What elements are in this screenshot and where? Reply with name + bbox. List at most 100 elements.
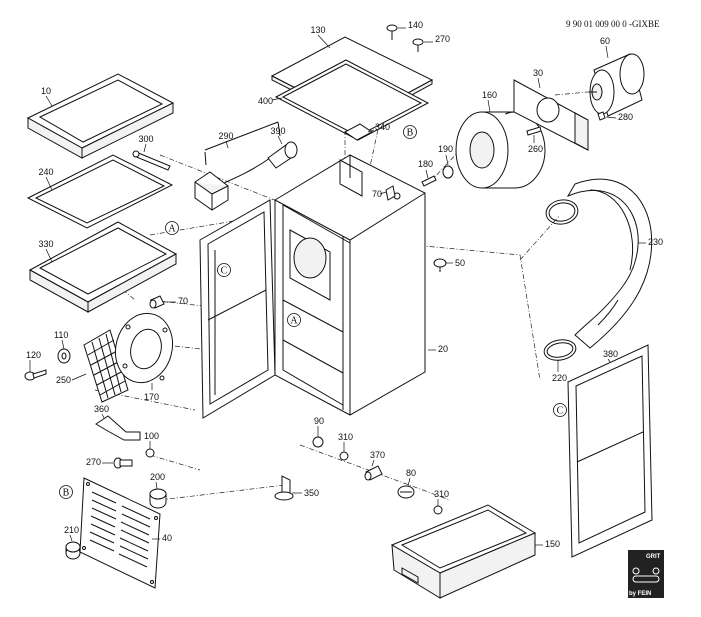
part-label-140: 140 [408, 20, 423, 30]
svg-text:A: A [290, 316, 298, 327]
brand-name: GRIT [646, 554, 661, 560]
part-label-270: 270 [435, 34, 450, 44]
part-label-310: 310 [338, 432, 353, 442]
part-label-270: 270 [86, 457, 101, 467]
part-label-40: 40 [162, 533, 172, 543]
drawing-code: 9 90 01 009 00 0 -GIXBE [566, 19, 660, 29]
part-80-foot [397, 485, 415, 499]
leader-line-300 [143, 143, 147, 153]
part-110-washer [57, 348, 71, 364]
part-210-cap [65, 541, 81, 560]
part-label-390: 390 [270, 126, 285, 136]
part-390-plug [267, 141, 298, 169]
leader-line-30 [537, 77, 541, 89]
leader-line-280 [605, 116, 617, 119]
part-label-210: 210 [64, 525, 79, 535]
part-label-350: 350 [304, 488, 319, 498]
part-label-30: 30 [533, 68, 543, 78]
part-10-filter-frame [26, 73, 175, 159]
part-label-120: 120 [26, 350, 41, 360]
part-310-washer-a [339, 451, 349, 461]
part-280-key [597, 111, 606, 121]
part-label-260: 260 [528, 144, 543, 154]
part-label-50: 50 [455, 258, 465, 268]
part-180-bolt [421, 175, 437, 187]
part-label-340: 340 [375, 122, 390, 132]
svg-text:C: C [557, 406, 564, 417]
part-220-clamp-bottom [543, 339, 577, 361]
part-label-330: 330 [38, 239, 53, 249]
part-label-70: 70 [372, 189, 382, 199]
part-label-100: 100 [144, 431, 159, 441]
svg-text:B: B [407, 128, 414, 139]
part-label-160: 160 [482, 90, 497, 100]
brand-subline: by FEIN [629, 591, 651, 597]
part-20-cabinet [274, 154, 426, 416]
part-label-60: 60 [600, 36, 610, 46]
part-140-screw [386, 24, 398, 40]
part-label-80: 80 [406, 468, 416, 478]
part-label-280: 280 [618, 112, 633, 122]
leader-line-130 [317, 34, 331, 49]
part-label-380: 380 [603, 349, 618, 359]
part-label-70: 70 [178, 296, 188, 306]
leader-line-80 [407, 477, 411, 487]
reference-mark-a: A [287, 313, 301, 327]
leader-line-190 [445, 154, 449, 166]
leader-line-330 [45, 248, 53, 263]
part-200-knob [149, 488, 167, 509]
part-270-screw-top [412, 38, 424, 52]
part-label-220: 220 [552, 373, 567, 383]
leader-line-110 [61, 339, 65, 350]
leader-line-390 [277, 135, 283, 145]
reference-mark-c: C [217, 263, 231, 277]
leader-line-10 [45, 95, 53, 107]
part-170-flange [114, 312, 174, 384]
leader-line-180 [425, 169, 429, 179]
part-240-gasket [26, 154, 174, 229]
part-230-hose [566, 178, 653, 349]
leader-line-200 [155, 481, 158, 490]
part-label-240: 240 [38, 167, 53, 177]
leader-line-210 [69, 534, 73, 542]
part-40-louvre-plate [79, 477, 161, 589]
part-330-tray [28, 221, 178, 313]
reference-mark-a: A [165, 221, 179, 235]
part-100-nut [145, 448, 155, 458]
part-70-spacer-left [149, 295, 165, 309]
leader-line-70 [379, 191, 387, 195]
part-380-side-filter [567, 344, 653, 558]
part-350-foot-screw [274, 475, 294, 501]
part-250-grid [83, 329, 129, 403]
leader-line-60 [605, 45, 609, 59]
leader-line-400 [271, 97, 283, 101]
part-300-rod [132, 150, 171, 171]
part-label-10: 10 [41, 86, 51, 96]
part-360-handle [95, 415, 141, 441]
leader-line-360 [101, 413, 105, 419]
leader-line-380 [607, 358, 611, 363]
leader-line-290 [225, 140, 229, 149]
part-label-20: 20 [438, 344, 448, 354]
part-label-190: 190 [438, 144, 453, 154]
reference-mark-b: B [403, 125, 417, 139]
leader-line-160 [487, 99, 491, 113]
part-120-screw [24, 369, 47, 381]
part-90-washer [312, 436, 324, 448]
part-label-360: 360 [94, 404, 109, 414]
reference-mark-c: C [553, 403, 567, 417]
part-label-130: 130 [310, 25, 325, 35]
part-30-bracket [513, 79, 589, 151]
part-370-spacer [364, 465, 383, 481]
part-220-clamp-top [545, 199, 579, 225]
part-label-370: 370 [370, 450, 385, 460]
leader-line-370 [371, 459, 375, 467]
part-label-400: 400 [258, 96, 273, 106]
part-label-230: 230 [648, 237, 663, 247]
part-150-drawer [390, 504, 537, 599]
brand-logo: GRIT by FEIN [628, 550, 664, 598]
leader-line-340 [367, 129, 375, 133]
